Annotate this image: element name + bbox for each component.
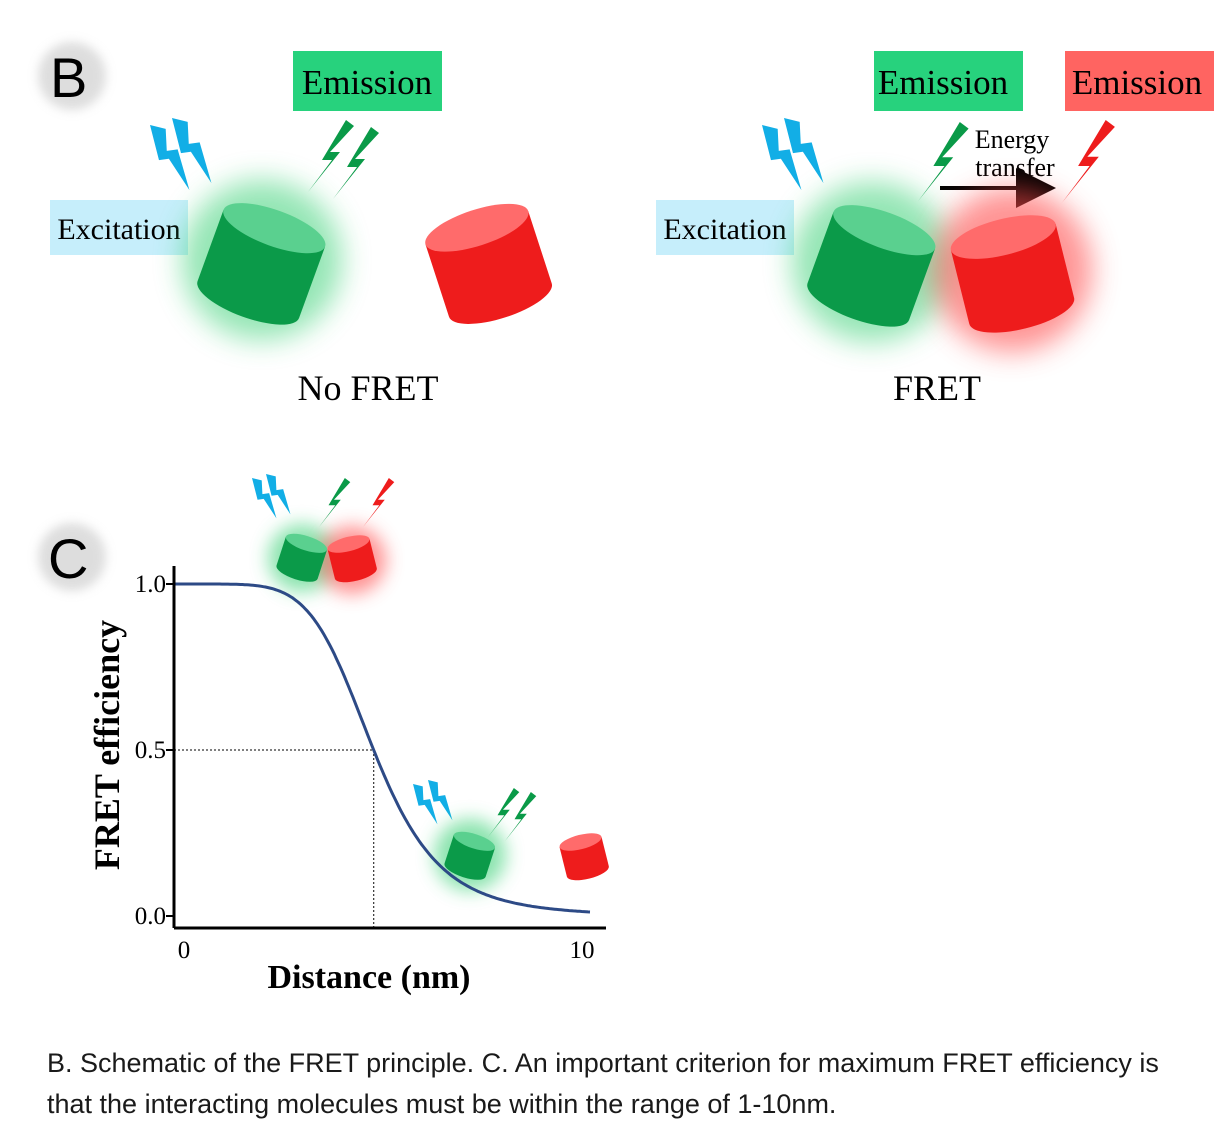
fret-efficiency-chart: 1.0 0.5 0.0 0 10 Distance (nm) FRET efficie… <box>87 566 606 996</box>
no-fret-caption: No FRET <box>297 368 438 408</box>
x-ticks: 0 10 <box>178 937 595 964</box>
y-tick-label: 0.5 <box>135 737 166 764</box>
y-tick-label: 1.0 <box>135 571 166 598</box>
half-max-reference-lines <box>174 749 375 928</box>
panel-letter-c: C <box>48 527 88 590</box>
y-ticks: 1.0 0.5 0.0 <box>135 571 174 930</box>
y-axis-label: FRET efficiency <box>87 620 127 870</box>
figure-caption: B. Schematic of the FRET principle. C. A… <box>47 1048 1159 1119</box>
excitation-label: Excitation <box>57 213 180 246</box>
emission-green-label: Emission <box>878 63 1008 102</box>
emission-label-bg <box>293 51 442 111</box>
excitation-bolts-icon-right <box>762 113 824 195</box>
emission-red-label-bg <box>1065 51 1214 111</box>
emission-label: Emission <box>302 63 432 102</box>
close-pair-icon <box>252 471 395 594</box>
emission-bolts-icon <box>308 120 379 199</box>
panel-b: B Emission Excitation No FRET Emission <box>38 42 1214 408</box>
emission-green-label-bg <box>874 51 1023 111</box>
panel-letter-b: B <box>50 46 87 109</box>
energy-transfer-line1: Energy <box>975 125 1050 154</box>
letter-b-shadow <box>38 42 106 110</box>
distant-pair-icon <box>413 777 611 891</box>
fret-efficiency-curve <box>174 582 591 914</box>
letter-c-shadow <box>38 523 106 591</box>
x-tick-label: 0 <box>178 937 191 964</box>
y-tick-label: 0.0 <box>135 903 166 930</box>
excitation-label-bg <box>50 200 188 255</box>
excitation-label-right: Excitation <box>663 213 786 246</box>
excitation-label-bg-right <box>656 200 794 255</box>
fret-schematic: Emission Emission Excitation Energy tran… <box>656 51 1214 408</box>
acceptor-molecule <box>419 193 558 334</box>
panel-c: C <box>38 471 611 996</box>
excitation-bolts-icon <box>150 113 212 195</box>
fret-caption: FRET <box>893 368 981 408</box>
no-fret-schematic: Emission Excitation No FRET <box>50 51 558 408</box>
x-axis-label: Distance (nm) <box>267 959 470 996</box>
acceptor-emission-bolt-icon <box>1062 120 1115 203</box>
energy-transfer-line2: transfer <box>975 153 1055 182</box>
x-tick-label: 10 <box>570 937 595 964</box>
emission-red-label: Emission <box>1072 63 1202 102</box>
